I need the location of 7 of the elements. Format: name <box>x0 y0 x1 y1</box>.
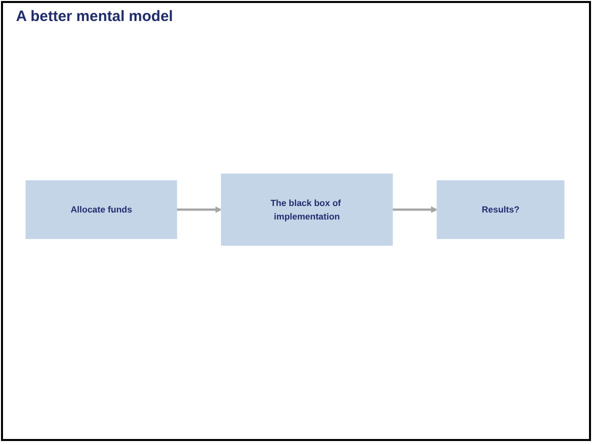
node-box <box>436 180 564 240</box>
node-box <box>26 180 178 240</box>
node-box <box>220 174 393 246</box>
slide-title: A better mental model <box>16 8 173 25</box>
flow-diagram: Allocate funds The black box of implementation Results? <box>20 168 570 252</box>
arrow <box>392 206 438 214</box>
arrow <box>176 206 222 214</box>
